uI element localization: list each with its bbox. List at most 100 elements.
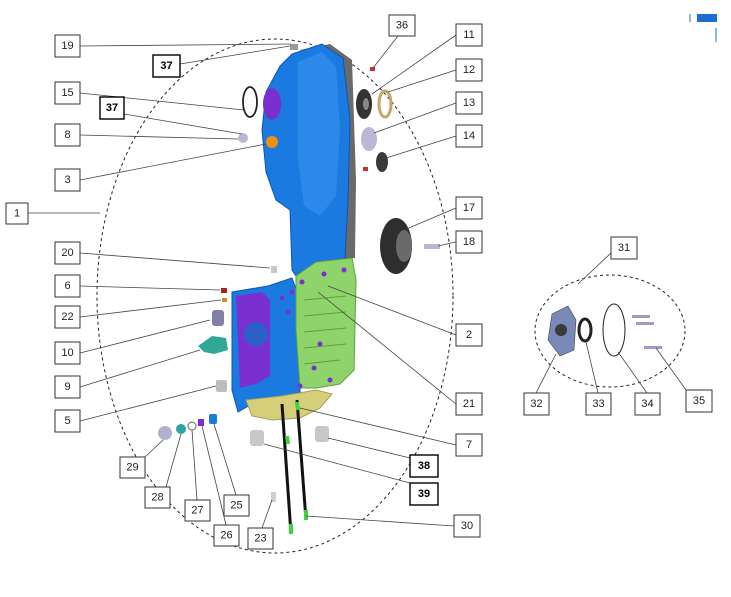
svg-text:12: 12: [463, 64, 475, 76]
seal-bushing: [212, 310, 224, 326]
callout-26: 26: [213, 524, 240, 547]
svg-text:11: 11: [463, 29, 474, 41]
svg-text:25: 25: [230, 500, 242, 512]
callout-39: 39: [409, 482, 439, 506]
callout-8: 8: [54, 123, 81, 147]
callout-5: 5: [54, 409, 81, 433]
svg-text:2: 2: [466, 329, 472, 341]
svg-text:21: 21: [463, 398, 475, 410]
callout-34: 34: [634, 392, 661, 416]
ring-12: [377, 89, 393, 119]
callout-37-lower: 37: [99, 96, 125, 120]
callout-13: 13: [455, 91, 483, 115]
svg-text:9: 9: [64, 381, 70, 393]
svg-text:28: 28: [151, 492, 163, 504]
svg-text:38: 38: [418, 460, 430, 472]
svg-text:39: 39: [418, 488, 430, 500]
callout-11: 11: [455, 23, 483, 47]
pump-seal: [577, 317, 593, 343]
cover-assembly: [231, 43, 357, 421]
leader-lines: [28, 34, 687, 529]
callout-28: 28: [144, 486, 171, 509]
svg-text:36: 36: [396, 20, 408, 32]
pump-o-ring: [602, 303, 626, 357]
pump-bolt-2: [636, 322, 654, 325]
svg-text:34: 34: [641, 398, 653, 410]
svg-text:33: 33: [592, 398, 604, 410]
callout-9: 9: [54, 375, 81, 399]
bushing-left: [250, 430, 264, 446]
o-ring-large: [242, 86, 258, 118]
svg-text:7: 7: [466, 439, 472, 451]
callout-36: 36: [388, 14, 416, 37]
callout-1: 1: [5, 202, 29, 225]
pump-assembly: [547, 303, 662, 357]
clip-26: [198, 419, 204, 426]
callout-29: 29: [119, 456, 146, 479]
bearing-14: [376, 152, 388, 172]
callout-12: 12: [455, 58, 483, 82]
callout-18: 18: [455, 230, 483, 254]
svg-text:5: 5: [64, 415, 70, 427]
corner-logo: [689, 14, 717, 42]
callout-21: 21: [455, 392, 483, 416]
callout-22: 22: [54, 305, 81, 329]
callout-15: 15: [54, 81, 81, 105]
bolt-18: [424, 244, 440, 249]
dipstick-tube-left: [280, 403, 293, 535]
callout-32: 32: [523, 392, 550, 416]
svg-text:15: 15: [61, 87, 73, 99]
dowel-pin: [271, 266, 277, 273]
ring-27: [187, 421, 197, 431]
svg-text:27: 27: [191, 505, 203, 517]
pump-bolt-1: [632, 315, 650, 318]
callout-7: 7: [455, 433, 483, 457]
pump-assembly-outline: [534, 274, 686, 388]
pulley-13: [361, 127, 377, 151]
callout-30: 30: [453, 514, 481, 538]
right-column-parts: [356, 67, 440, 274]
callouts: 1 2 3 5 6 7 8 9 10 11 12 13 14 15 17 18 …: [5, 14, 713, 550]
small-plug-red: [221, 288, 227, 293]
svg-text:22: 22: [61, 311, 73, 323]
svg-text:17: 17: [463, 202, 475, 214]
svg-text:18: 18: [463, 236, 475, 248]
dipstick-tube-right: [295, 399, 308, 521]
svg-text:6: 6: [64, 280, 70, 292]
loose-parts: [158, 86, 329, 535]
svg-text:8: 8: [64, 129, 70, 141]
svg-text:1: 1: [14, 208, 20, 220]
svg-text:13: 13: [463, 97, 475, 109]
clip-25: [209, 414, 217, 424]
callout-10: 10: [54, 341, 81, 365]
small-plug-orange: [222, 298, 227, 302]
callout-2: 2: [455, 323, 483, 347]
callout-27: 27: [184, 499, 211, 522]
callout-33: 33: [585, 392, 612, 416]
cap-29: [158, 426, 172, 440]
cap-28: [176, 424, 186, 434]
spacer: [216, 380, 227, 392]
callout-25: 25: [223, 494, 250, 517]
callout-31: 31: [610, 236, 638, 260]
svg-text:32: 32: [530, 398, 542, 410]
svg-text:37: 37: [160, 60, 172, 72]
callout-3: 3: [54, 168, 81, 192]
svg-text:20: 20: [61, 247, 73, 259]
plug-orange: [266, 136, 278, 148]
svg-text:14: 14: [463, 130, 475, 142]
callout-20: 20: [54, 241, 81, 265]
main-assembly-outline: [96, 38, 454, 554]
washer: [238, 133, 248, 143]
bolt-top: [290, 44, 298, 50]
svg-text:29: 29: [126, 462, 138, 474]
pump-bolt-3: [644, 346, 662, 349]
svg-text:31: 31: [618, 242, 630, 254]
svg-text:26: 26: [220, 530, 232, 542]
callout-19: 19: [54, 34, 81, 58]
callout-14: 14: [455, 124, 483, 148]
bushing-right: [315, 426, 329, 442]
svg-text:23: 23: [254, 533, 266, 545]
callout-6: 6: [54, 274, 81, 298]
